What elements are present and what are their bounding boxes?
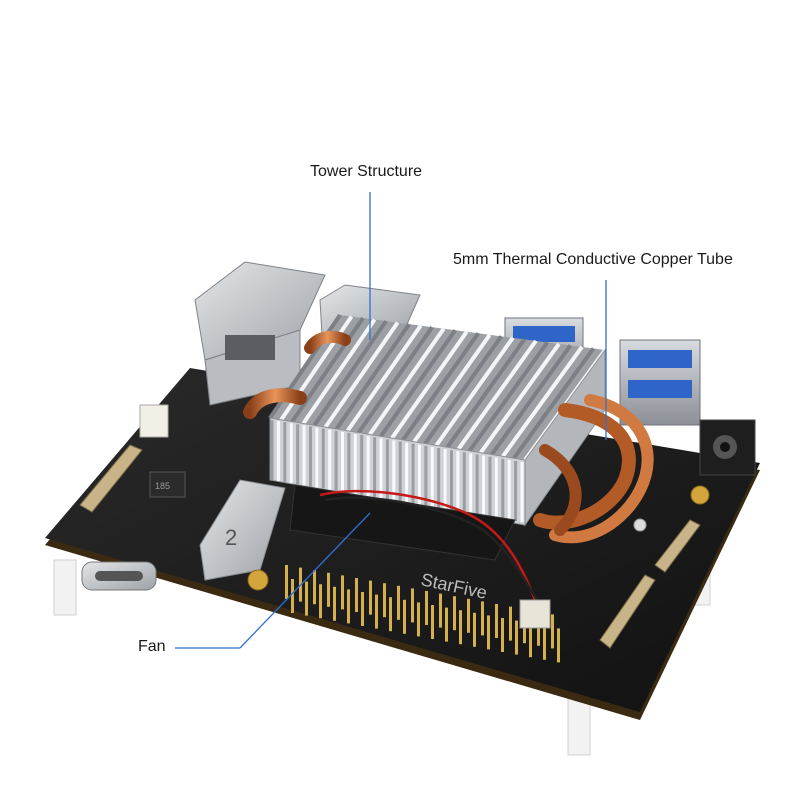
callout-fan: Fan [138, 638, 166, 655]
gpio-pin [389, 597, 392, 632]
gpio-pin [403, 599, 406, 634]
fan-connector-white [139, 404, 169, 438]
gpio-pin [439, 593, 442, 628]
heatsink-fin [290, 316, 365, 423]
gpio-pin [487, 615, 490, 650]
gpio-pin [445, 607, 448, 642]
gpio-pin [529, 623, 532, 658]
gpio-pin [495, 604, 498, 638]
shield-plate: 2 [199, 479, 286, 581]
heatsink-fin [512, 347, 596, 460]
heatsink-fin [445, 338, 526, 449]
gpio-pin [411, 588, 414, 623]
gpio-pin [375, 594, 378, 629]
gpio-header [285, 565, 560, 663]
gpio-pin [515, 620, 518, 655]
callout-line-fan-diagonal [239, 512, 371, 649]
heatsink-tower [268, 313, 607, 527]
gpio-pin [537, 611, 540, 646]
gpio-pin [501, 618, 504, 652]
gpio-pin [383, 583, 386, 618]
usb-port-2 [619, 339, 701, 426]
gpio-pin [305, 581, 308, 616]
heatsink-fin [323, 321, 400, 429]
gpio-pin [319, 584, 322, 619]
gpio-pin [543, 625, 546, 660]
gpio-pin [355, 578, 358, 612]
heatsink-fin [412, 333, 492, 443]
gpio-pin [459, 610, 462, 645]
gpio-pin [453, 596, 456, 631]
gpio-pin [431, 605, 434, 639]
callout-lines [175, 192, 607, 649]
heatsink-fin [423, 335, 503, 445]
gpio-pin [327, 572, 330, 607]
gpio-pin [417, 602, 420, 637]
heatsink-fin [334, 322, 411, 431]
gpio-pin [425, 591, 428, 625]
gpio-pin [361, 592, 364, 626]
chip: 185 [149, 471, 186, 498]
mounting-screws [247, 485, 710, 591]
gpio-pin [397, 585, 400, 620]
copper-heat-pipes [243, 330, 654, 544]
gpio-pin [333, 586, 336, 621]
gpio-pin [467, 598, 470, 633]
gpio-pin [369, 580, 372, 615]
heatsink-fin [357, 326, 434, 434]
heatsink-fin [390, 330, 469, 440]
heatsink-fin [368, 327, 446, 436]
heatsink-fin [501, 345, 584, 458]
shield-marking: 2 [225, 525, 237, 550]
usb-c-port [81, 561, 157, 591]
heatsink-fin [301, 318, 377, 425]
chip-marking: 185 [155, 481, 170, 491]
heatsink-fin [379, 329, 457, 438]
ethernet-port [194, 261, 326, 406]
heatsink-fin [345, 324, 423, 432]
fan [289, 484, 551, 629]
gpio-pin [509, 606, 512, 641]
fpc-connectors [79, 444, 701, 649]
heatsink-fin [401, 332, 480, 442]
heatsink-fin [479, 342, 561, 454]
gpio-pin [341, 575, 344, 610]
heatsink-fin [434, 336, 515, 447]
gpio-pin [313, 570, 316, 605]
heatsink-fin [490, 344, 573, 456]
gpio-pin [551, 614, 554, 649]
gpio-pin [473, 612, 476, 647]
gpio-pin [285, 565, 288, 599]
gpio-pin [347, 589, 350, 624]
heatsink-fin [456, 339, 538, 451]
gpio-pin [557, 628, 560, 663]
gpio-pin [291, 579, 294, 613]
audio-jack [699, 419, 756, 476]
gpio-pin [481, 601, 484, 636]
callout-copper-tube: 5mm Thermal Conductive Copper Tube [453, 251, 733, 268]
callout-tower-structure: Tower Structure [310, 163, 423, 180]
heatsink-fin [467, 341, 550, 453]
heatsink-fin [312, 319, 388, 427]
